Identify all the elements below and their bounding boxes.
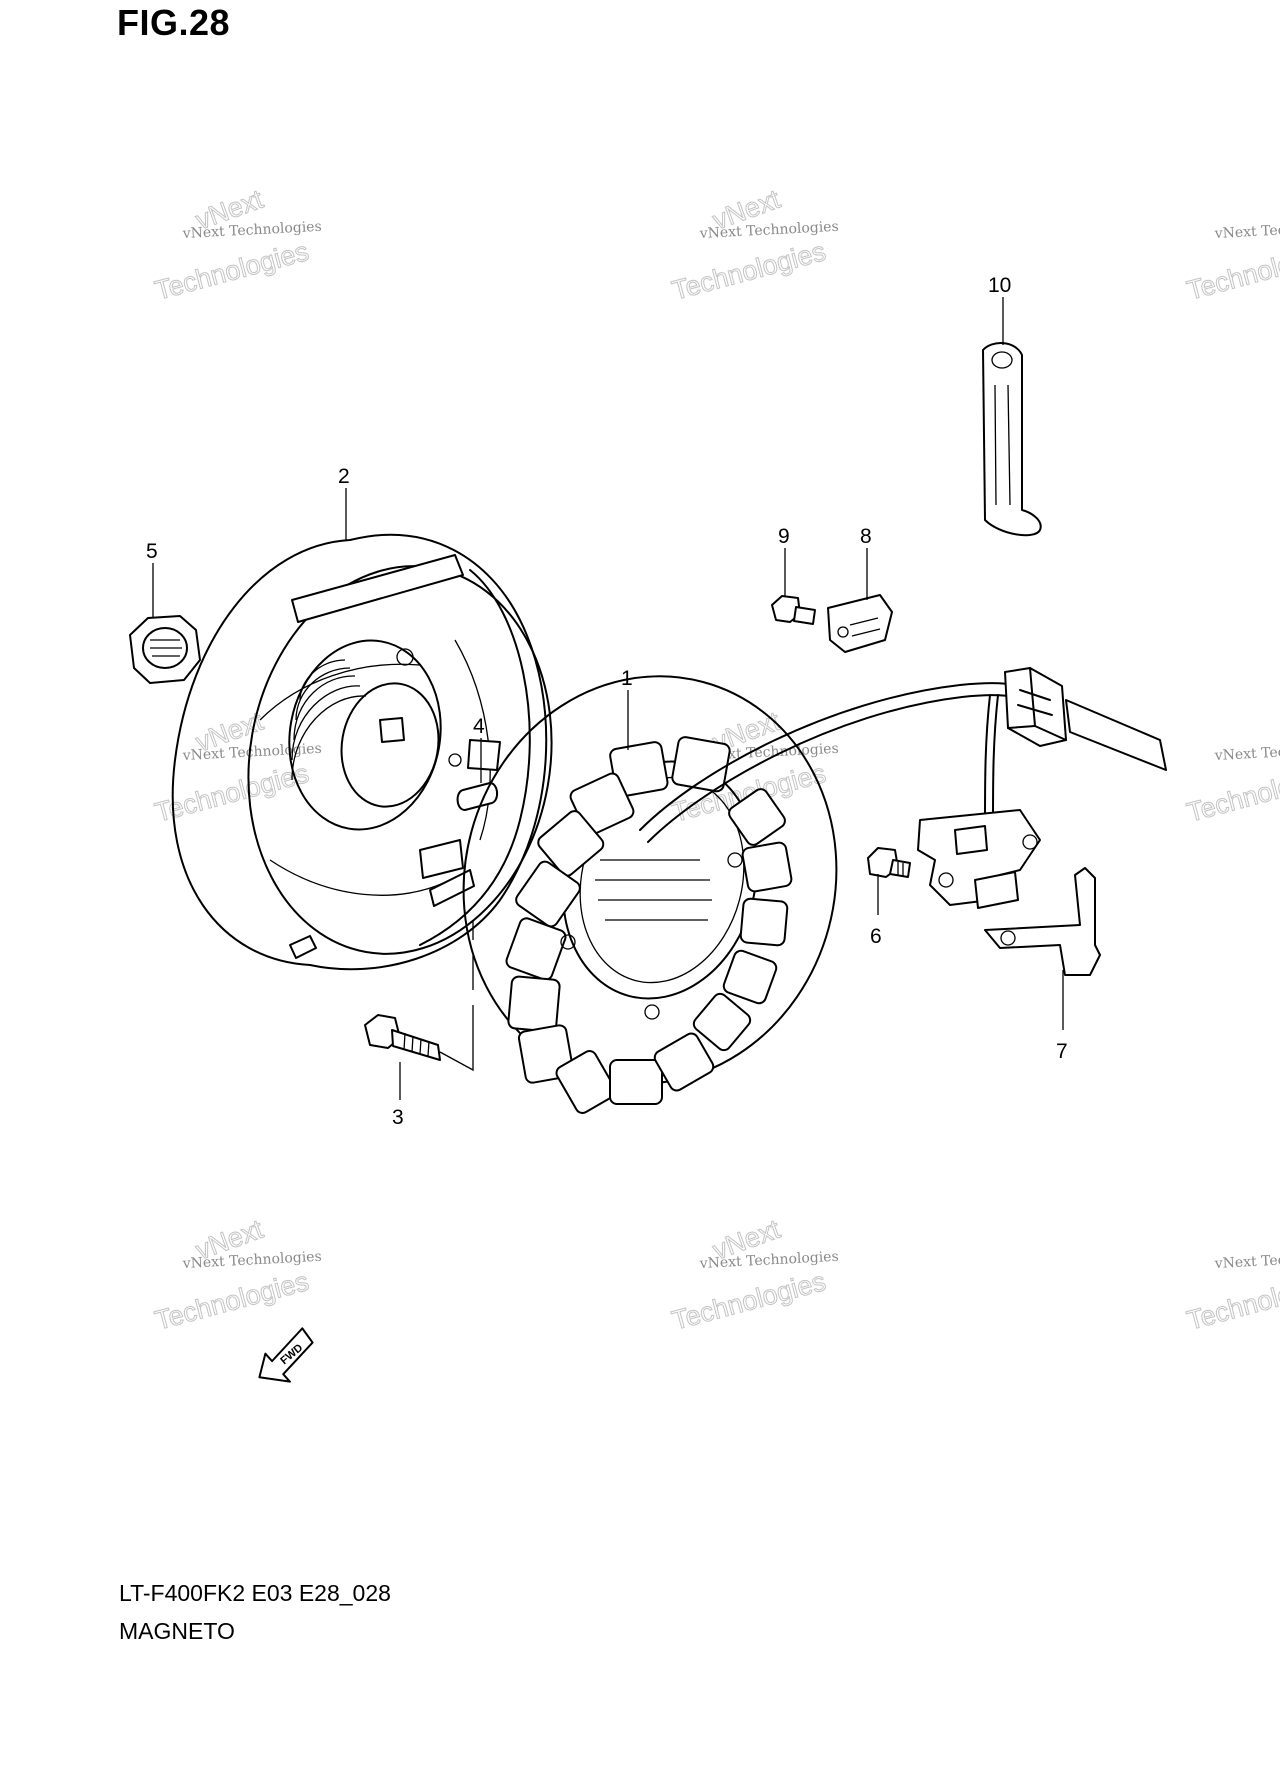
watermark-bottom-right: vNext Technologies Technologies <box>1183 1249 1280 1337</box>
part-screw-9 <box>771 595 816 625</box>
fwd-arrow-icon: FWD <box>258 1327 314 1383</box>
callout-3: 3 <box>392 1106 404 1129</box>
svg-text:vNext Technologies: vNext Technologies <box>698 219 839 242</box>
watermark-top-left: vNext Technologies vNext Technologies <box>151 183 322 306</box>
part-clamp <box>982 342 1042 537</box>
watermark-mid-right: vNext Technologies Technologies <box>1183 741 1280 829</box>
svg-text:Technologies: Technologies <box>152 758 312 828</box>
watermark-bottom-left: vNext Technologies vNext Technologies <box>151 1213 322 1336</box>
svg-text:vNext Technologies: vNext Technologies <box>181 1249 322 1272</box>
callout-8: 8 <box>860 525 872 548</box>
svg-text:vNext Technologies: vNext Technologies <box>181 741 322 764</box>
callout-10: 10 <box>988 274 1011 297</box>
callout-9: 9 <box>778 525 790 548</box>
callout-1: 1 <box>621 667 633 690</box>
figure-name: MAGNETO <box>119 1618 235 1644</box>
figure-title: FIG.28 <box>117 2 231 43</box>
watermark-top-center: vNext Technologies vNext Technologies <box>668 183 839 306</box>
svg-text:Technologies: Technologies <box>1184 236 1280 306</box>
part-nut <box>129 615 201 684</box>
watermark-mid-left: vNext Technologies vNext Technologies <box>151 705 322 828</box>
part-screw-6 <box>867 847 911 878</box>
svg-text:Technologies: Technologies <box>152 1266 312 1336</box>
watermark-bottom-center: vNext Technologies vNext Technologies <box>668 1213 839 1336</box>
svg-text:Technologies: Technologies <box>669 236 829 306</box>
svg-text:vNext Technologies: vNext Technologies <box>1213 741 1280 764</box>
callout-4: 4 <box>473 715 485 738</box>
callout-5: 5 <box>146 540 158 563</box>
callout-6: 6 <box>870 925 882 948</box>
part-key <box>456 782 498 811</box>
svg-text:vNext Technologies: vNext Technologies <box>1213 219 1280 242</box>
pickup-coil-bracket <box>917 809 1101 976</box>
part-bolt-3 <box>364 920 474 1072</box>
part-clamp-plate <box>827 594 893 653</box>
svg-text:vNext Technologies: vNext Technologies <box>1213 1249 1280 1272</box>
svg-text:vNext Technologies: vNext Technologies <box>181 219 322 242</box>
callout-2: 2 <box>338 465 350 488</box>
leader-lines <box>152 297 1064 1100</box>
svg-text:Technologies: Technologies <box>669 1266 829 1336</box>
svg-text:Technologies: Technologies <box>1184 758 1280 828</box>
stator-coil <box>462 667 1167 1114</box>
coil-poles <box>505 736 793 1114</box>
model-code: LT-F400FK2 E03 E28_028 <box>119 1580 391 1606</box>
callout-7: 7 <box>1056 1040 1068 1063</box>
svg-text:Technologies: Technologies <box>1184 1266 1280 1336</box>
watermark-top-right: vNext Technologies Technologies <box>1183 219 1280 307</box>
svg-text:Technologies: Technologies <box>152 236 312 306</box>
svg-text:vNext Technologies: vNext Technologies <box>698 1249 839 1272</box>
